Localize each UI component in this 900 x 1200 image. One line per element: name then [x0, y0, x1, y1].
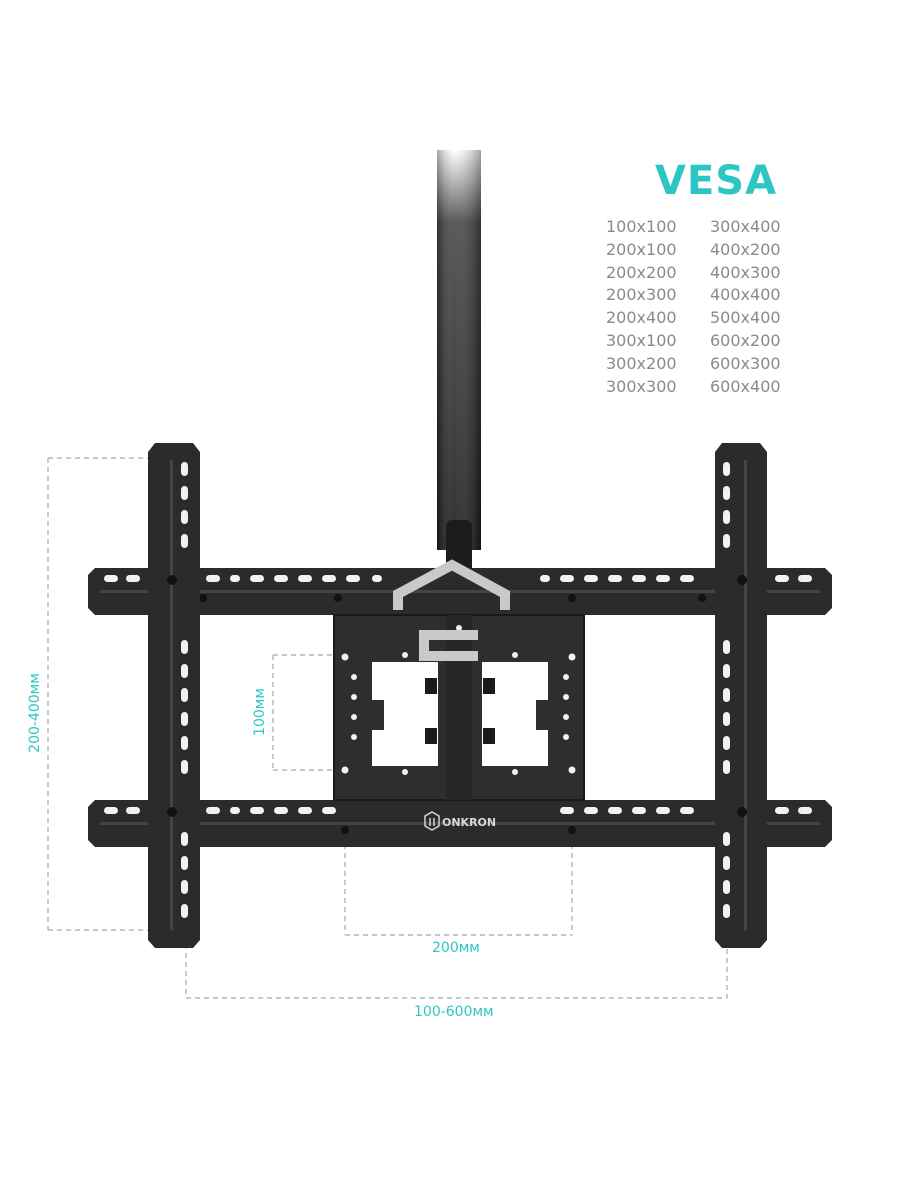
onkron-logo-icon	[424, 811, 440, 831]
dimension-vertical-plate-label: 100мм	[252, 688, 268, 736]
vertical-rail-left	[148, 443, 200, 948]
horizontal-bar-bottom	[88, 800, 832, 847]
vesa-size-item: 200x100	[606, 239, 677, 259]
vesa-title: VESA	[655, 158, 778, 204]
vesa-size-item: 400x200	[710, 239, 781, 259]
vesa-size-item: 200x200	[606, 262, 677, 282]
vesa-size-item: 400x400	[710, 285, 781, 305]
dimension-vertical-rail-label: 200-400мм	[27, 673, 43, 753]
vesa-size-item: 100x100	[606, 217, 677, 236]
vesa-size-item: 400x300	[710, 262, 781, 282]
center-mounting-plate	[333, 614, 585, 801]
vesa-size-item: 500x400	[710, 308, 781, 328]
vesa-size-item: 300x200	[606, 353, 677, 373]
home-watermark-icon	[393, 559, 510, 661]
vesa-size-item: 600x300	[710, 353, 781, 373]
brand-logo-text: ONKRON	[442, 816, 496, 829]
vesa-size-item: 300x300	[606, 376, 677, 396]
horizontal-bar-top	[88, 568, 832, 615]
vesa-size-item: 600x200	[710, 330, 781, 350]
vesa-size-item: 300x100	[606, 330, 677, 350]
vesa-size-item: 300x400	[710, 217, 781, 236]
ceiling-pole	[437, 150, 481, 580]
dimension-horizontal-rail-label: 100-600мм	[414, 1004, 494, 1020]
dimension-horizontal-plate-label: 200мм	[432, 940, 480, 956]
vesa-size-item: 200x300	[606, 285, 677, 305]
vesa-size-item: 600x400	[710, 376, 781, 396]
vesa-size-item: 200x400	[606, 308, 677, 328]
vertical-rail-right	[715, 443, 767, 948]
